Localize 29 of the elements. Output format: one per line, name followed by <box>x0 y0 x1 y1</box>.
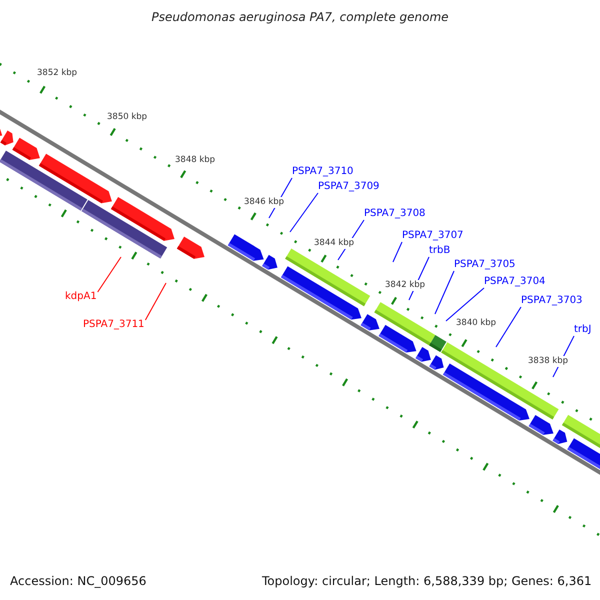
gene-label: PSPA7_3705 <box>454 258 516 272</box>
scale-label: 3840 kbp <box>456 318 496 329</box>
leader-line <box>496 306 522 348</box>
leader-line <box>290 192 318 232</box>
gene-label: PSPA7_3710 <box>292 165 354 179</box>
gene-label: PSPA7_3709 <box>318 180 380 194</box>
leader-line <box>144 282 166 320</box>
gene-label: PSPA7_3703 <box>521 294 582 308</box>
scale-label: 3842 kbp <box>385 280 426 291</box>
scale-label: 3852 kbp <box>37 68 78 79</box>
gene-label: trbJ <box>574 323 592 337</box>
scale-label: 3848 kbp <box>175 155 216 166</box>
scale-label: 3844 kbp <box>314 238 354 249</box>
gene-label: PSPA7_3707 <box>402 229 464 243</box>
leader-line <box>446 288 484 322</box>
leader-line <box>97 256 122 292</box>
footer-text: Accession: NC_009656 <box>10 574 146 588</box>
title: Pseudomonas aeruginosa PA7, complete genome <box>150 10 450 24</box>
scale-label: 3838 kbp <box>528 356 568 367</box>
leader-line <box>392 242 402 262</box>
gene-label: PSPA7_3708 <box>364 207 426 221</box>
scale-label: 3850 kbp <box>107 112 148 123</box>
gene-label: trbB <box>429 244 450 258</box>
footer-text: Topology: circular; Length: 6,588,339 bp; Genes: 6,361 <box>262 574 592 588</box>
gene-label: PSPA7_3704 <box>484 275 546 289</box>
leader-line <box>434 270 454 314</box>
gene-label: PSPA7_3711 <box>83 318 144 332</box>
scale-label: 3846 kbp <box>244 197 284 208</box>
gene-label: kdpA1 <box>65 290 97 304</box>
